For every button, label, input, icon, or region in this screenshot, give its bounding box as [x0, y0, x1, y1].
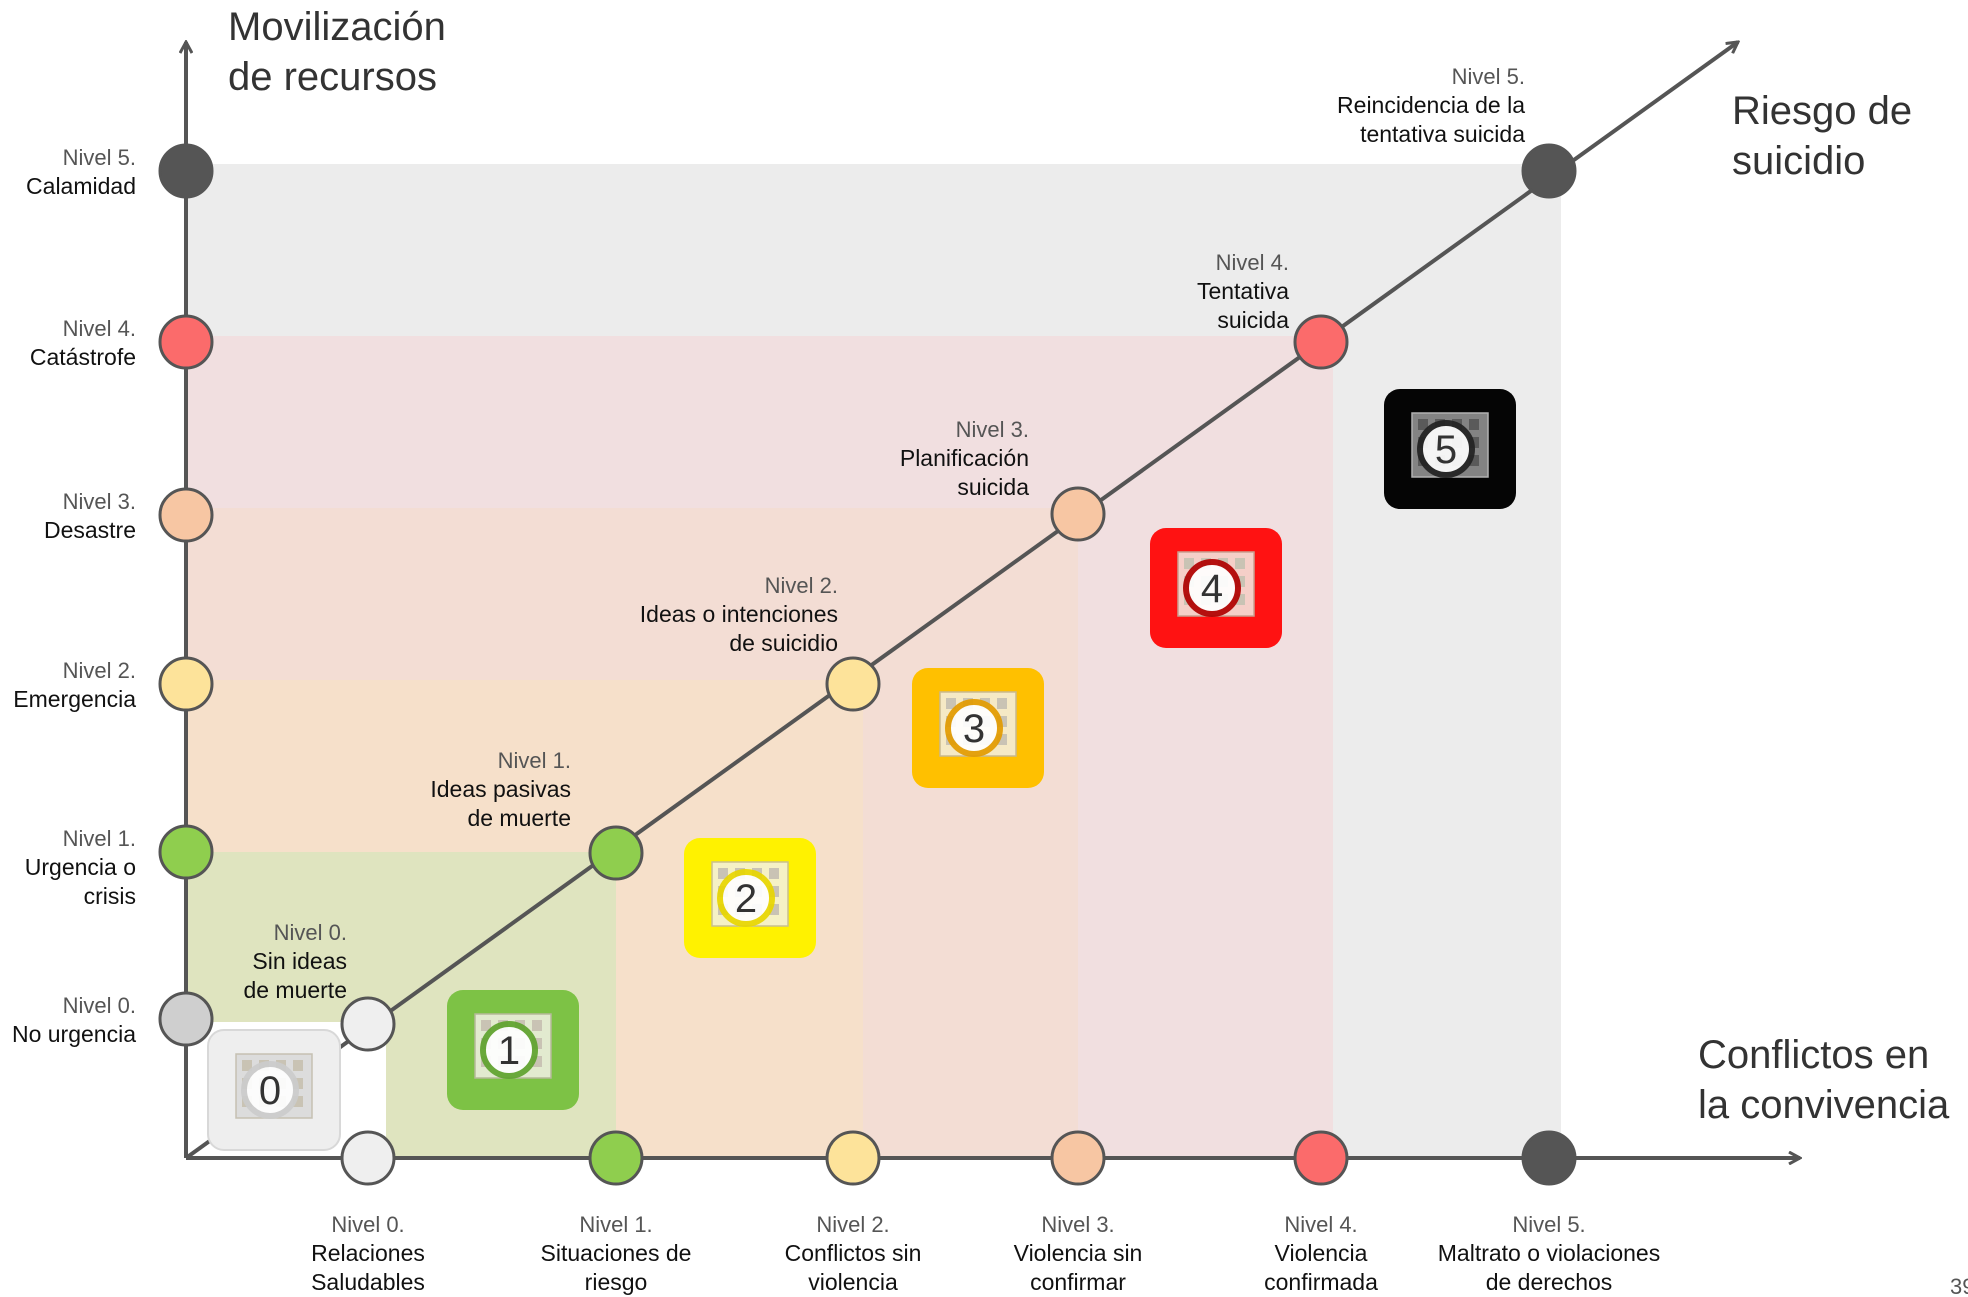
x-level-number-0: Nivel 0. [331, 1212, 404, 1237]
y-level-label-0: No urgencia [12, 1021, 136, 1047]
badge-number: 3 [963, 707, 985, 751]
level-0-badge: 0 [207, 1029, 341, 1151]
x-level-number-3: Nivel 3. [1041, 1212, 1114, 1237]
x-axis-node-level-4 [1293, 1130, 1349, 1186]
diagonal-node-level-0 [340, 996, 396, 1052]
y-level-number-1: Nivel 1. [63, 826, 136, 851]
x-level-number-5: Nivel 5. [1512, 1212, 1585, 1237]
badge-number: 1 [498, 1029, 520, 1073]
y-axis-node-level-4 [158, 314, 214, 370]
diagonal-level-number-1: Nivel 1. [498, 748, 571, 773]
y-axis-node-level-5 [158, 143, 214, 199]
diagonal-level-number-4: Nivel 4. [1216, 250, 1289, 275]
badge-number: 5 [1435, 428, 1457, 472]
badge-number: 0 [259, 1069, 281, 1113]
badge-number-ring [1183, 559, 1241, 617]
level-5-badge: 5 [1384, 389, 1516, 509]
diagonal-level-number-2: Nivel 2. [765, 573, 838, 598]
x-axis-node-level-1 [588, 1130, 644, 1186]
y-level-number-2: Nivel 2. [63, 658, 136, 683]
diagonal-axis-arrow [184, 42, 1738, 1160]
y-axis-node-level-2 [158, 656, 214, 712]
y-axis-node-level-0 [158, 991, 214, 1047]
x-level-number-4: Nivel 4. [1284, 1212, 1357, 1237]
x-axis-node-level-0 [340, 1130, 396, 1186]
badge-number-ring [717, 869, 775, 927]
y-level-number-4: Nivel 4. [63, 316, 136, 341]
diagonal-node-level-4 [1293, 314, 1349, 370]
y-level-number-5: Nivel 5. [63, 145, 136, 170]
y-level-label-2: Emergencia [13, 686, 136, 712]
y-level-number-3: Nivel 3. [63, 489, 136, 514]
level-nodes [158, 143, 1577, 1186]
badge-number-ring [241, 1061, 299, 1119]
y-level-label-3: Desastre [44, 517, 136, 543]
y-level-label-5: Calamidad [26, 173, 136, 199]
diagonal-node-level-2 [825, 656, 881, 712]
badge-number-ring [1417, 420, 1475, 478]
badge-number-ring [480, 1021, 538, 1079]
diagonal-level-number-5: Nivel 5. [1452, 64, 1525, 89]
y-level-number-0: Nivel 0. [63, 993, 136, 1018]
x-axis-node-level-5 [1521, 1130, 1577, 1186]
x-axis-node-level-2 [825, 1130, 881, 1186]
level-badges: 0 1 2 3 4 5 [207, 389, 1516, 1151]
y-axis-node-level-1 [158, 824, 214, 880]
level-1-badge: 1 [447, 990, 579, 1110]
diagonal-level-number-3: Nivel 3. [956, 417, 1029, 442]
diagonal-node-level-3 [1050, 486, 1106, 542]
level-2-badge: 2 [684, 838, 816, 958]
diagonal-node-level-1 [588, 825, 644, 881]
x-axis-node-level-3 [1050, 1130, 1106, 1186]
y-level-label-4: Catástrofe [30, 344, 136, 370]
y-axis-node-level-3 [158, 487, 214, 543]
diagonal-level-number-0: Nivel 0. [274, 920, 347, 945]
diagonal-node-level-5 [1521, 143, 1577, 199]
badge-number-ring [945, 699, 1003, 757]
badge-number: 2 [735, 877, 757, 921]
page-number: 39 [1950, 1274, 1968, 1297]
level-4-badge: 4 [1150, 528, 1282, 648]
x-level-number-2: Nivel 2. [816, 1212, 889, 1237]
badge-number: 4 [1201, 567, 1223, 611]
level-3-badge: 3 [912, 668, 1044, 788]
x-level-number-1: Nivel 1. [579, 1212, 652, 1237]
